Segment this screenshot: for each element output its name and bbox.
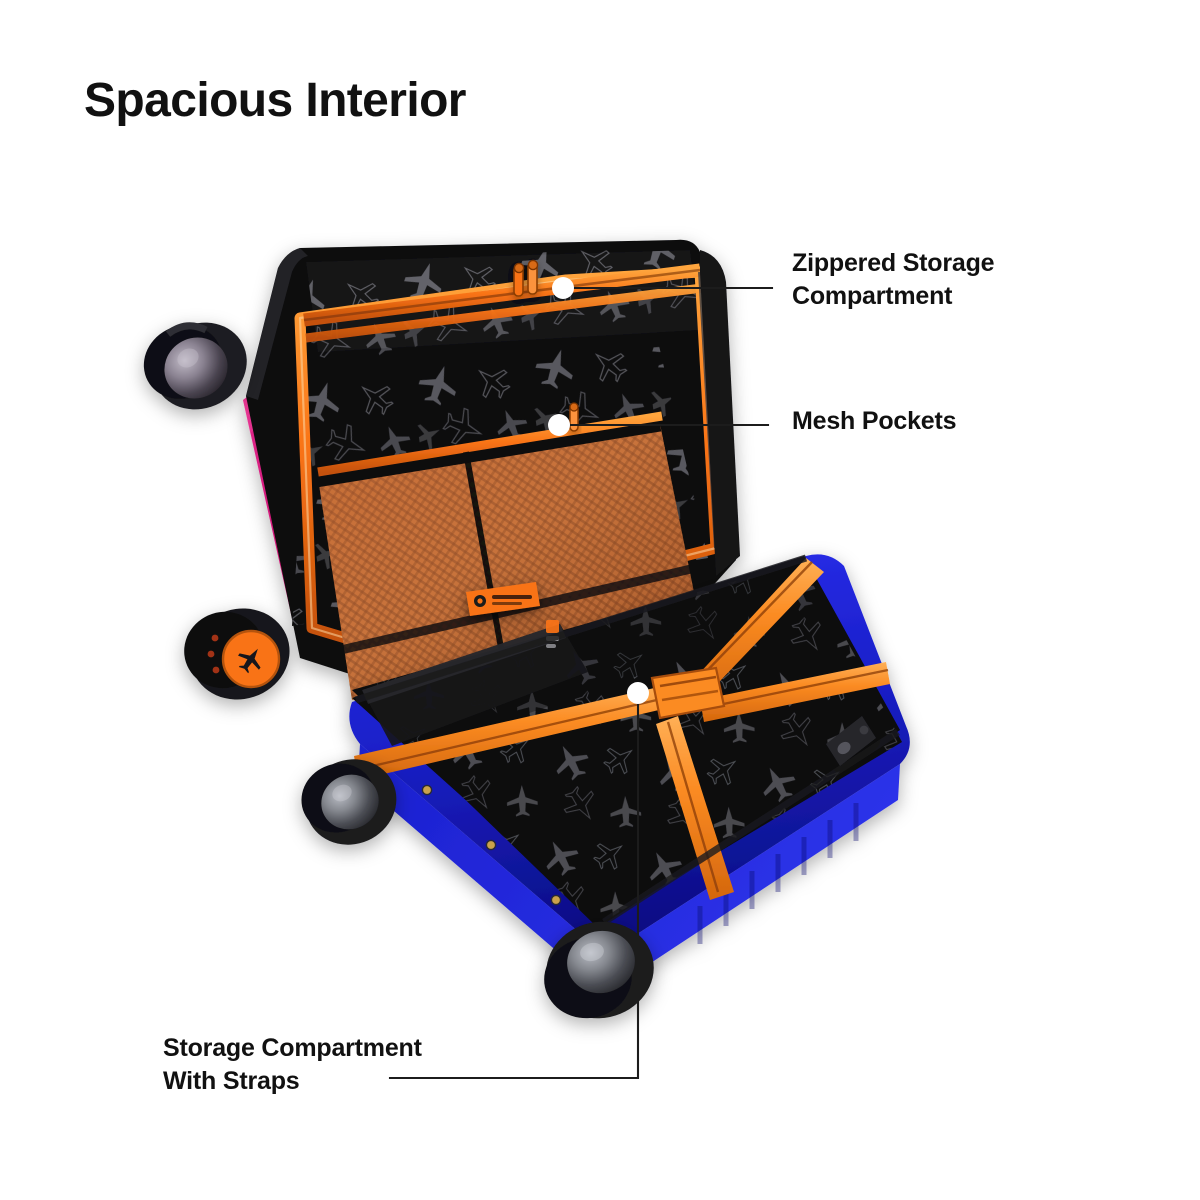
wheel-left-orange [184, 608, 290, 700]
base-zipper-track [354, 554, 808, 704]
suitcase-lid [243, 239, 740, 700]
callout-storage-straps-line-2: With Straps [163, 1066, 300, 1095]
strap-buckle [650, 666, 726, 720]
zipper-pull-mesh [569, 402, 579, 432]
mesh-pocket-top-binding [314, 416, 662, 488]
callout-storage-compartment-with-straps: Storage Compartment With Straps [163, 1032, 422, 1097]
base-zipper-track-front [602, 729, 900, 925]
tsa-lock [826, 716, 876, 766]
brand-tag [466, 582, 540, 616]
callout-mesh-pockets: Mesh Pockets [792, 405, 957, 438]
callout-storage-straps-line-1: Storage Compartment [163, 1034, 422, 1062]
mesh-pocket-divider [463, 451, 509, 677]
callout-zippered-storage-line-1: Zippered Storage [792, 249, 995, 277]
callout-mesh-pockets-line-1: Mesh Pockets [792, 407, 957, 435]
page-title: Spacious Interior [84, 74, 466, 127]
lid-inner-shell-edge [700, 250, 740, 576]
callout-zippered-storage-line-2: Compartment [792, 281, 953, 310]
zipper-pull-top [513, 259, 539, 297]
callout-zippered-storage-compartment: Zippered Storage Compartment [792, 247, 995, 312]
zipper-tape-top-inner [305, 283, 703, 343]
wheel-top-left [143, 322, 247, 410]
wheel-base-left [301, 759, 397, 845]
